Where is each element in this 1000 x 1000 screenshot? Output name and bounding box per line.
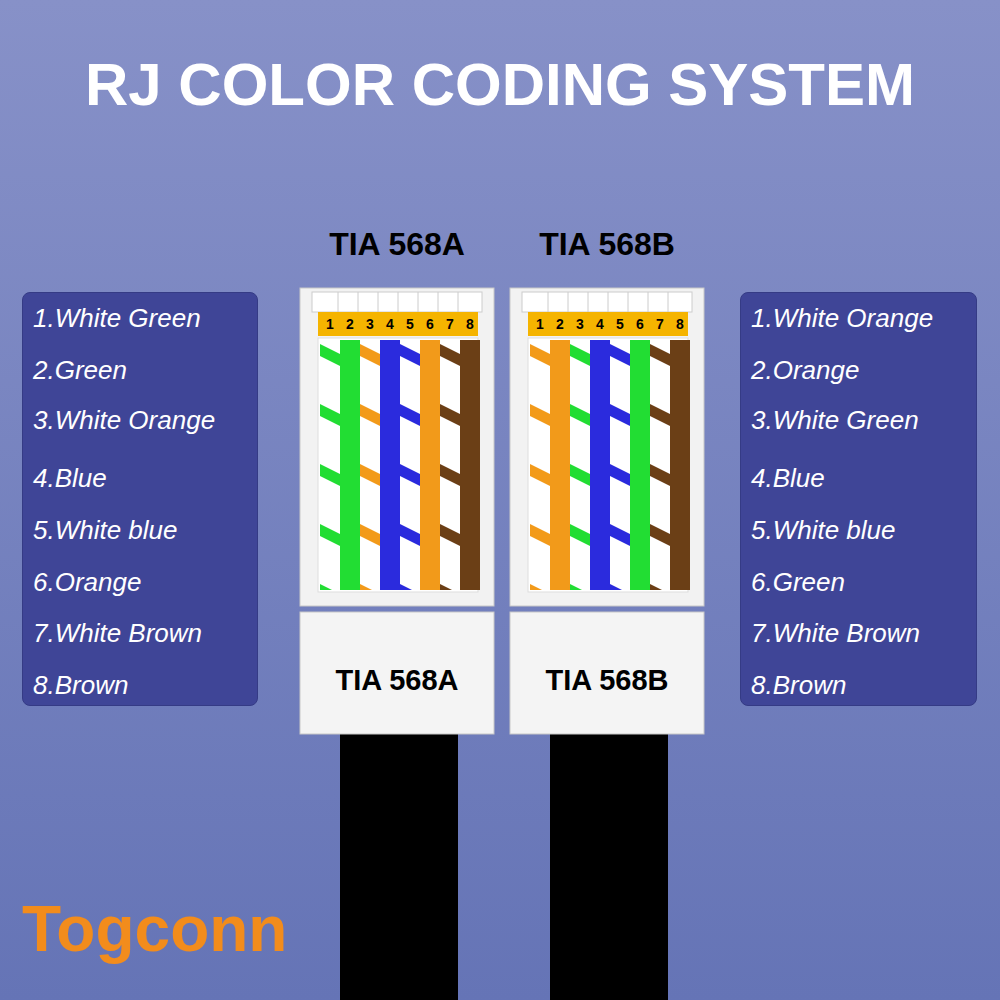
wire-color-item: 8.Brown [33,670,128,700]
wire-color-item: 6.Green [751,567,845,597]
wire-color-item: 1.White Orange [751,303,933,333]
pin-number: 5 [400,313,420,335]
pin-number: 2 [340,313,360,335]
wire-color-item: 2.Green [33,355,127,385]
pin-number: 4 [590,313,610,335]
wire-color-item: 5.White blue [751,515,896,545]
pin-number: 6 [420,313,440,335]
boot-label: TIA 568A [300,662,494,698]
pin-number: 8 [670,313,690,335]
title: RJ COLOR CODING SYSTEM [0,50,1000,120]
pin-number: 6 [630,313,650,335]
standard-heading: TIA 568A [300,226,494,262]
color-list-panel: 1.White Green 2.Green 3.White Orange 4.Blue… [22,292,258,706]
wire-color-item: 5.White blue [33,515,178,545]
pin-number: 5 [610,313,630,335]
rj45-plug: TIA 568B TIA 568B [510,226,704,734]
pin-number: 7 [650,313,670,335]
wire-color-item: 3.White Green [751,405,919,435]
pin-number: 3 [360,313,380,335]
pin-number: 2 [550,313,570,335]
wire-color-item: 4.Blue [751,463,825,493]
wire-color-item: 7.White Brown [751,618,920,648]
pin-number: 8 [460,313,480,335]
wire-color-item: 1.White Green [33,303,201,333]
rj45-plug: TIA 568A TIA 568A [300,226,494,734]
pin-number: 3 [570,313,590,335]
boot-label: TIA 568B [510,662,704,698]
wire-color-item: 6.Orange [33,567,141,597]
wire-color-item: 3.White Orange [33,405,215,435]
wire-color-item: 4.Blue [33,463,107,493]
pin-number: 1 [530,313,550,335]
pin-number: 7 [440,313,460,335]
wire-color-item: 8.Brown [751,670,846,700]
pin-number: 1 [320,313,340,335]
wire-color-item: 2.Orange [751,355,859,385]
pin-number: 4 [380,313,400,335]
color-list-panel: 1.White Orange 2.Orange 3.White Green 4.Blu… [740,292,977,706]
standard-heading: TIA 568B [510,226,704,262]
wire-color-item: 7.White Brown [33,618,202,648]
brand-watermark: Togconn [22,892,287,966]
